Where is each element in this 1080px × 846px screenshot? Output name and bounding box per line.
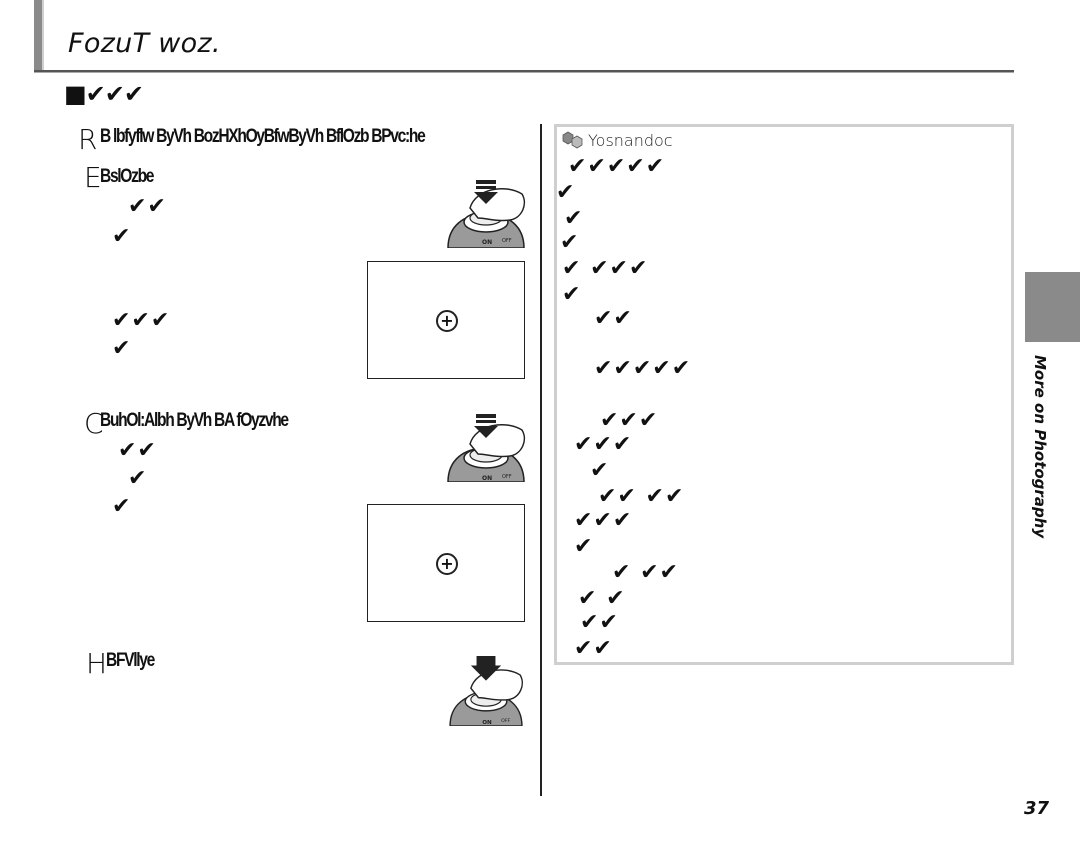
step-number: E: [84, 161, 102, 194]
note-line: ✔✔: [574, 636, 613, 661]
note-line: ✔✔: [594, 306, 633, 331]
page-title: FozuT woz.: [68, 28, 221, 59]
note-line: ✔: [564, 206, 584, 231]
note-line: ✔: [562, 282, 582, 307]
shutter-half-press-icon: ON OFF: [447, 180, 526, 248]
note-icon: [562, 131, 583, 149]
step-text: BFVllye: [106, 650, 155, 671]
note-line: ✔✔✔: [574, 508, 633, 533]
note-title: Yosnandoc: [588, 131, 673, 150]
note-line: ✔: [560, 230, 580, 255]
check-marks: ✔: [112, 494, 132, 519]
note-line: ✔: [590, 458, 610, 483]
off-label: OFF: [501, 718, 510, 724]
note-line: ✔✔✔: [600, 408, 659, 433]
section-heading: ■✔✔✔: [64, 80, 144, 108]
shutter-half-press-icon: ON OFF: [447, 414, 526, 482]
step-text: BslOzbe: [100, 166, 154, 187]
note-box: [554, 124, 1014, 665]
check-marks: ✔: [112, 224, 132, 249]
step-number: C: [84, 407, 104, 440]
step-number: R: [78, 123, 98, 156]
header-rule-light: [34, 72, 1014, 73]
shutter-full-press-icon: ON OFF: [449, 656, 523, 726]
section-tab-label: More on Photography: [1031, 355, 1049, 539]
note-line: ✔✔✔✔✔: [594, 356, 692, 381]
step-number: H: [86, 647, 108, 680]
column-divider: [540, 124, 542, 796]
header-accent-bar: [34, 0, 42, 70]
header-accent-bar-light: [42, 0, 44, 70]
note-line: ✔ ✔: [578, 586, 626, 611]
note-line: ✔: [556, 180, 576, 205]
note-line: ✔✔✔: [574, 432, 633, 457]
note-line: ✔ ✔✔: [612, 560, 679, 585]
check-marks: ✔: [112, 336, 132, 361]
check-marks: ✔✔: [128, 194, 167, 219]
off-label: OFF: [502, 474, 512, 480]
note-line: ✔✔: [580, 610, 619, 635]
section-tab: [1025, 272, 1080, 342]
focus-frame-icon: +: [436, 553, 458, 575]
on-label: ON: [482, 239, 492, 246]
step-text: BuhOl:Albh ByVh BA fOyzvhe: [100, 410, 289, 431]
focus-frame-icon: +: [436, 310, 458, 332]
on-label: ON: [482, 475, 492, 482]
header-rule: [34, 70, 1014, 72]
on-label: ON: [482, 720, 492, 726]
note-line: ✔: [574, 534, 594, 559]
check-marks: ✔✔: [118, 438, 157, 463]
note-line: ✔ ✔✔✔: [562, 256, 649, 281]
check-marks: ✔✔✔: [112, 308, 171, 333]
note-line: ✔✔✔✔✔: [568, 154, 666, 179]
step-text: B lbfyflw ByVh BozHXhOyBfwByVh BflOzb BP…: [100, 126, 426, 147]
page-number: 37: [1024, 798, 1050, 819]
note-line: ✔✔ ✔✔: [598, 484, 685, 509]
check-marks: ✔: [128, 466, 148, 491]
off-label: OFF: [502, 238, 512, 244]
